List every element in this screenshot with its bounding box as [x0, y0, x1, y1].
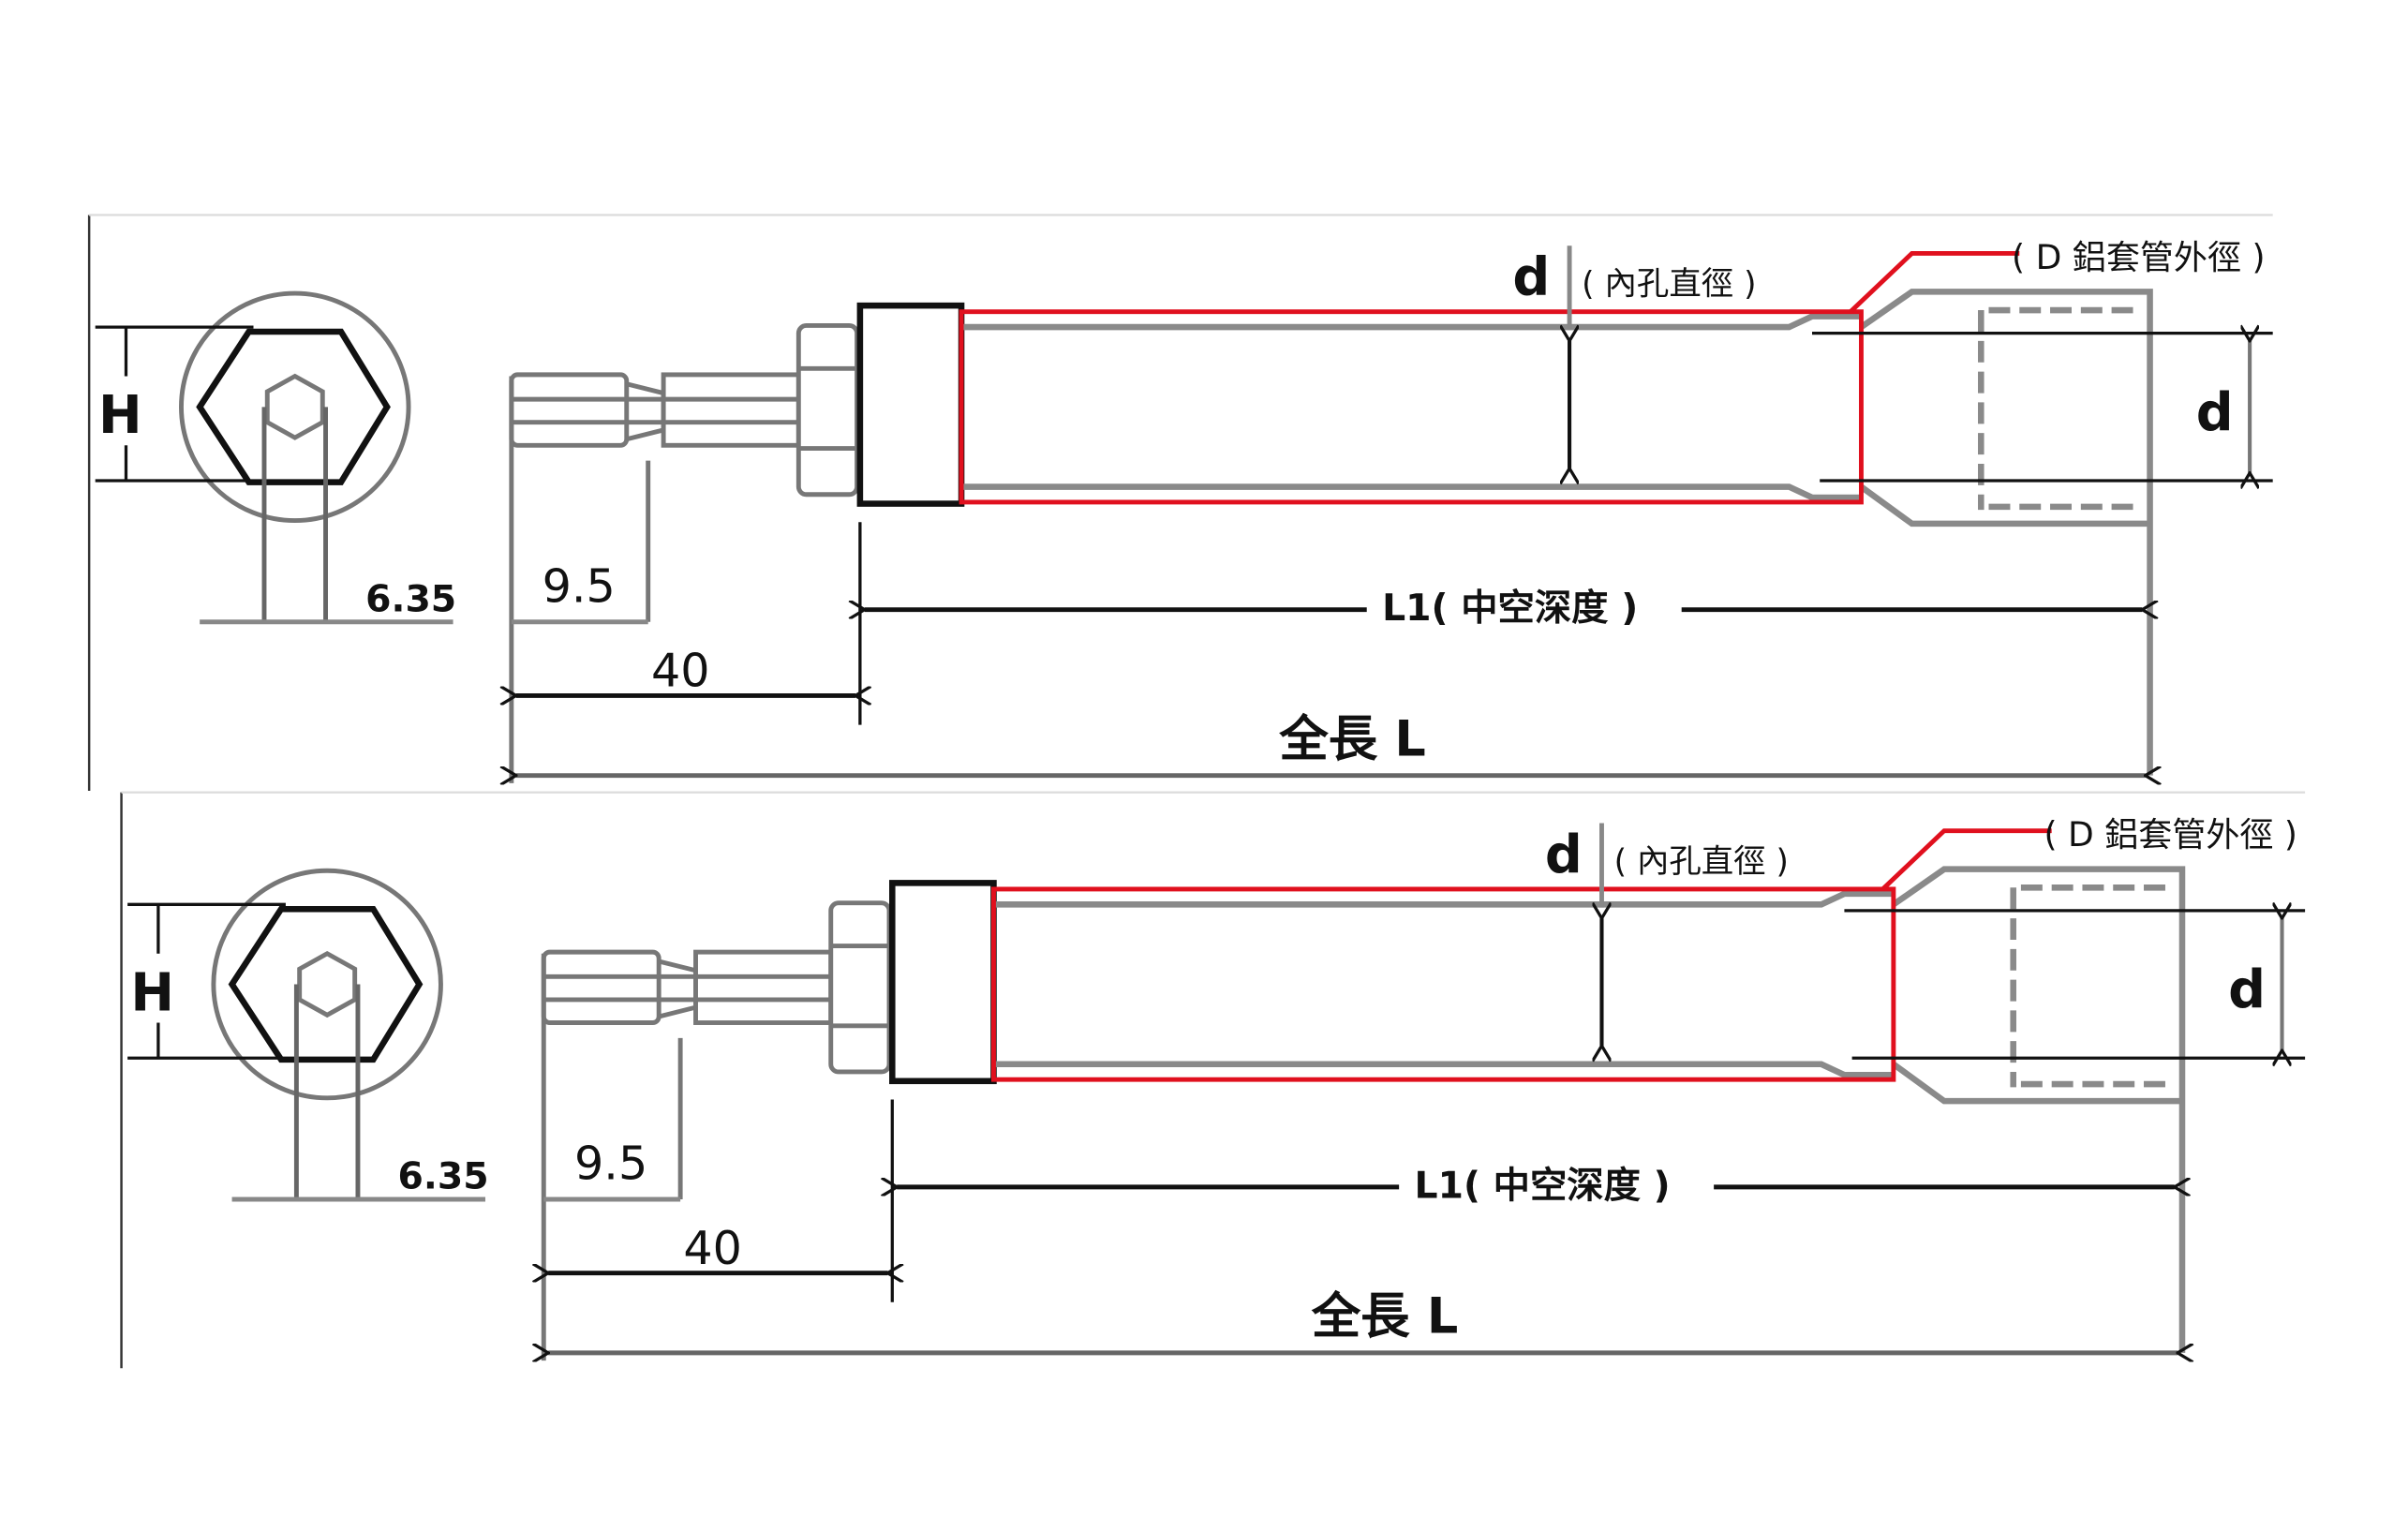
hex-height-label: H	[130, 962, 174, 1023]
collar	[856, 302, 965, 507]
aluminum-sleeve-outline	[959, 309, 1864, 505]
hex-shank-label: 6.35	[365, 577, 456, 620]
hex-bit	[509, 322, 860, 498]
collar	[889, 880, 997, 1085]
tube	[961, 289, 2153, 776]
drawing-panel: H 6.35 ( D 鋁套管外徑 )	[87, 214, 2273, 792]
groove-label: 9.5	[574, 1137, 647, 1191]
hex-bit	[541, 900, 892, 1075]
end-view: H 6.35	[127, 868, 489, 1202]
tube	[993, 866, 2186, 1353]
hex-height-label: H	[98, 385, 142, 446]
end-d-label: d	[2228, 959, 2266, 1020]
outer-diameter-label: ( D 鋁套管外徑 )	[2012, 238, 2266, 277]
inner-d-desc: ( 內孔直徑 )	[1582, 266, 1756, 304]
total-length-label: 全長 L	[1311, 1288, 1459, 1345]
inner-d-desc: ( 內孔直徑 )	[1614, 843, 1789, 881]
total-length-label: 全長 L	[1278, 710, 1426, 767]
bit-length-label: 40	[651, 644, 710, 698]
aluminum-sleeve-outline	[991, 886, 1896, 1082]
groove-label: 9.5	[543, 558, 616, 613]
end-d-label: d	[2196, 382, 2234, 443]
end-view: H 6.35	[95, 290, 456, 625]
drawing-panel-2: H 6.35 ( D 鋁套管外徑 )	[120, 791, 2306, 1369]
outer-leader	[1880, 828, 2052, 891]
inner-d-label: d	[1545, 825, 1583, 885]
outer-diameter-label: ( D 鋁套管外徑 )	[2044, 815, 2297, 855]
hollow-depth-label: L1( 中空深度 )	[1415, 1164, 1671, 1207]
hex-shank-label: 6.35	[398, 1155, 489, 1198]
inner-d-label: d	[1512, 247, 1550, 308]
bit-length-label: 40	[683, 1221, 742, 1275]
outer-leader	[1849, 250, 2020, 314]
hollow-depth-label: L1( 中空深度 )	[1382, 587, 1638, 630]
